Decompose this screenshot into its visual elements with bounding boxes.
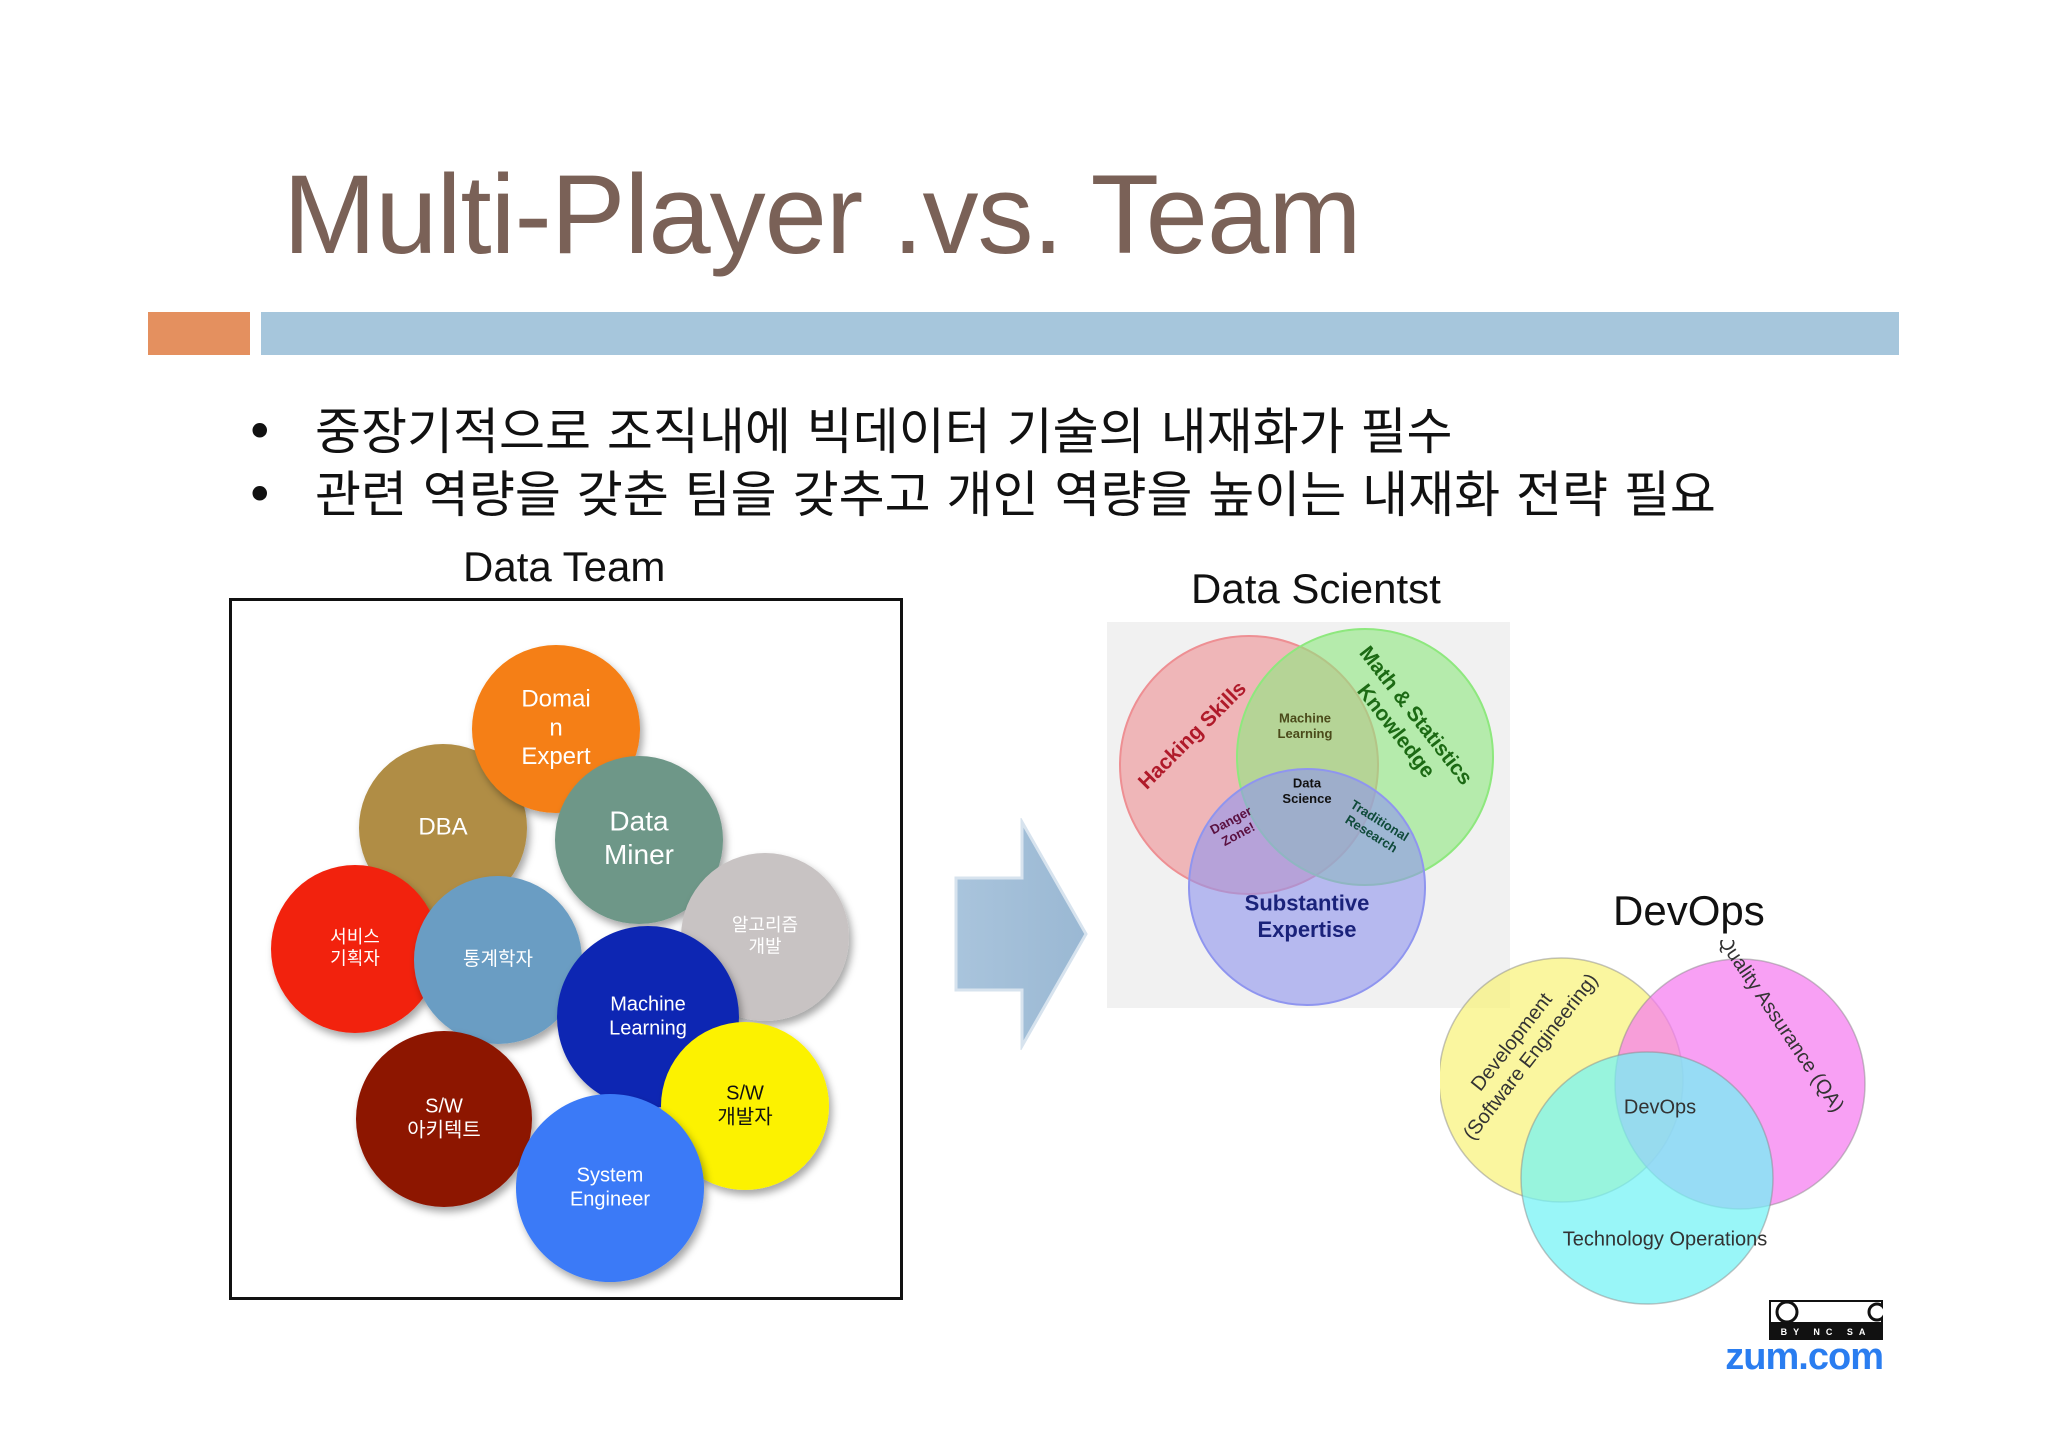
role-label: S/W	[726, 1082, 764, 1104]
role-label: 개발자	[717, 1105, 772, 1128]
data-team-heading: Data Team	[463, 543, 666, 590]
role-label: Engineer	[570, 1188, 650, 1210]
data-science-label: Science	[1282, 791, 1331, 806]
role-label: Miner	[604, 839, 674, 870]
machine-learning-label: Machine	[1279, 711, 1331, 726]
role-label: Domai	[521, 686, 590, 713]
technology-operations-label: Technology Operations	[1563, 1228, 1768, 1250]
role-circle-shape	[356, 1031, 532, 1207]
machine-learning-label: Learning	[1278, 726, 1333, 741]
creative-commons-badge: BY NC SA	[1769, 1300, 1883, 1340]
role-label: DBA	[418, 813, 467, 840]
bullet-dot: •	[245, 403, 275, 461]
role-label: 알고리즘	[732, 915, 798, 935]
substantive-expertise-label: Expertise	[1257, 917, 1356, 942]
bullet-dot: •	[245, 466, 275, 524]
devops-venn-circle	[1520, 1051, 1774, 1305]
role-circle-shape	[414, 876, 582, 1044]
role-circle-shape	[359, 744, 527, 912]
team-role-circle: 통계학자	[414, 876, 582, 1044]
role-label: 통계학자	[463, 948, 533, 970]
slide-title: Multi-Player .vs. Team	[283, 152, 1362, 277]
zum-brand-text: zum.com	[1725, 1336, 1884, 1378]
role-circle-shape	[661, 1022, 829, 1190]
role-label: System	[577, 1164, 644, 1186]
title-divider-bar	[261, 312, 1899, 355]
devops-heading: DevOps	[1613, 887, 1765, 934]
data-science-label: Data	[1293, 776, 1322, 791]
venn-circle	[1188, 768, 1426, 1006]
role-label: Learning	[609, 1017, 687, 1039]
role-label: 개발	[748, 937, 781, 957]
bullet-text: 중장기적으로 조직내에 빅데이터 기술의 내재화가 필수	[315, 403, 1453, 461]
role-label: 아키텍트	[407, 1118, 481, 1141]
role-label: Data	[609, 806, 669, 837]
cc-license-text: BY NC SA	[1781, 1327, 1872, 1337]
role-label: S/W	[425, 1095, 463, 1117]
bullet-item: • 관련 역량을 갖춘 팀을 갖추고 개인 역량을 높이는 내재화 전략 필요	[245, 455, 1716, 527]
substantive-expertise-label: Substantive	[1245, 891, 1370, 916]
role-circle-shape	[555, 756, 723, 924]
devops-center-label: DevOps	[1624, 1096, 1696, 1118]
role-label: n	[549, 714, 562, 741]
team-role-circle: DBA	[359, 744, 527, 912]
role-label: Expert	[521, 743, 591, 770]
role-circle-shape	[516, 1094, 704, 1282]
data-scientist-heading: Data Scientst	[1191, 565, 1441, 612]
bullet-text: 관련 역량을 갖춘 팀을 갖추고 개인 역량을 높이는 내재화 전략 필요	[315, 466, 1716, 524]
role-label: Machine	[610, 993, 686, 1015]
role-label: 서비스	[330, 927, 380, 947]
title-accent-bar	[148, 312, 250, 355]
right-arrow-icon	[954, 818, 1088, 1050]
zum-logo: BY NC SA zum.com	[1690, 1300, 1890, 1380]
devops-venn: Development(Software Engineering)Quality…	[1440, 940, 1866, 1305]
role-label: 기획자	[330, 949, 380, 969]
role-circle-shape	[271, 865, 439, 1033]
bullet-item: • 중장기적으로 조직내에 빅데이터 기술의 내재화가 필수	[245, 392, 1452, 464]
